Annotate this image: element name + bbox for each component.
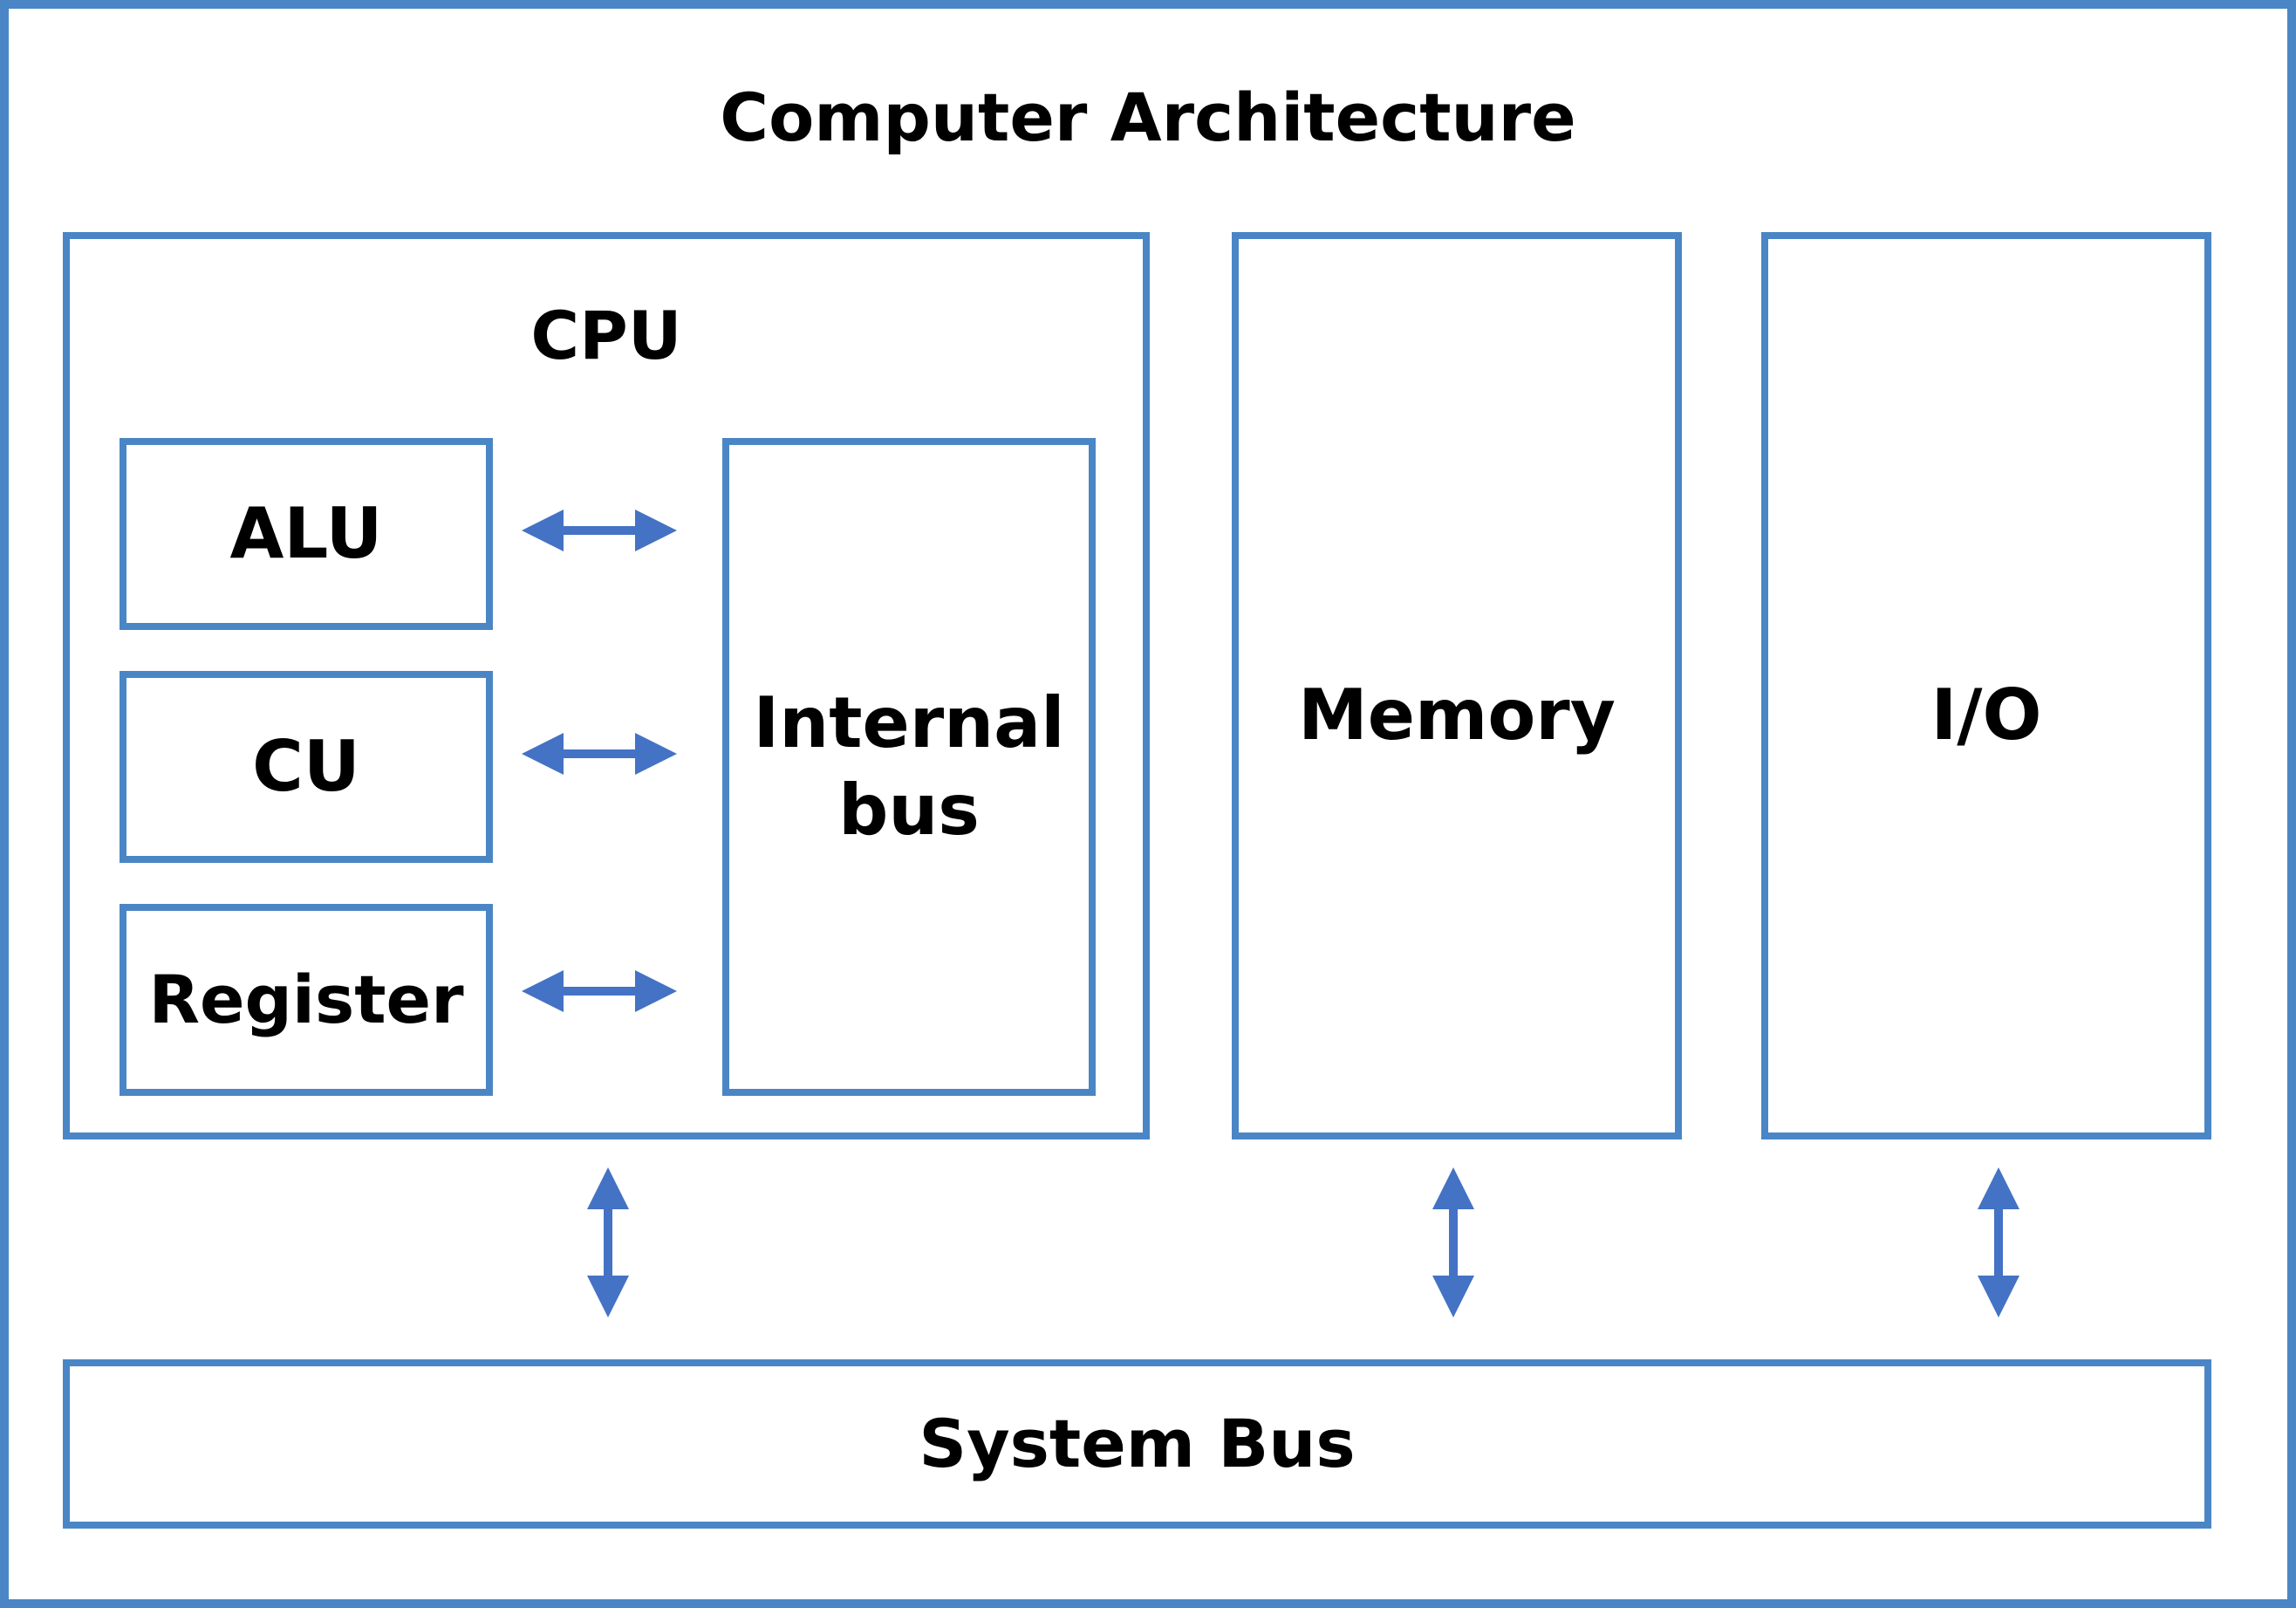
internal-bus-label: Internal bus bbox=[753, 682, 1065, 851]
cpu-title: CPU bbox=[530, 297, 682, 374]
cu-box: CU bbox=[120, 671, 493, 863]
alu-box: ALU bbox=[120, 438, 493, 630]
internal-bus-box: Internal bus bbox=[722, 438, 1096, 1096]
diagram-title: Computer Architecture bbox=[720, 79, 1576, 156]
register-box: Register bbox=[120, 904, 493, 1096]
io-label: I/O bbox=[1930, 674, 2042, 756]
memory-label: Memory bbox=[1298, 674, 1616, 756]
register-label: Register bbox=[148, 961, 464, 1039]
memory-box: Memory bbox=[1232, 232, 1682, 1139]
cu-label: CU bbox=[252, 726, 360, 807]
io-box: I/O bbox=[1761, 232, 2211, 1139]
alu-label: ALU bbox=[229, 493, 383, 574]
system-bus-box: System Bus bbox=[63, 1359, 2211, 1529]
system-bus-label: System Bus bbox=[919, 1405, 1356, 1483]
